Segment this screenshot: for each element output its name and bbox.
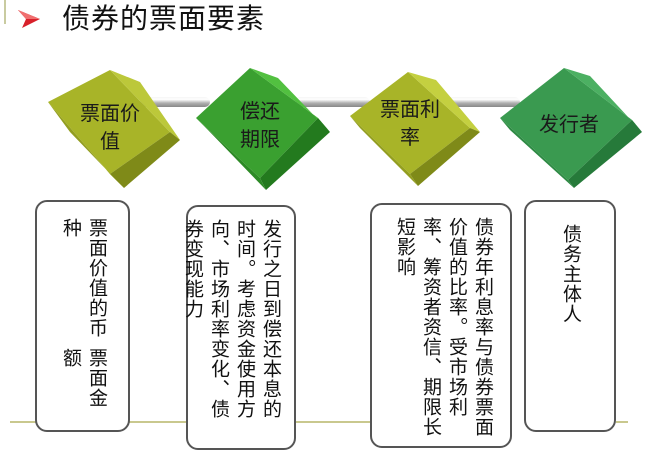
description-card-issuer: 债务主体人 — [524, 200, 616, 432]
cube-label: 票面利率 — [380, 97, 440, 149]
baseline-right — [616, 421, 628, 423]
slide-header: 债券的票面要素 — [18, 2, 265, 36]
cube-label: 发行者 — [539, 112, 599, 136]
element-cube-coupon-rate: 票面利率 — [340, 58, 480, 188]
element-cube-maturity: 偿还期限 — [190, 58, 330, 192]
element-cube-face-value: 票面价值 — [40, 62, 180, 192]
slide-accent-line — [4, 0, 6, 24]
red-arrow-icon — [18, 10, 40, 28]
description-text: 票面价值的币种 — [60, 218, 108, 338]
description-card-coupon-rate: 债券年利息率与债券票面价值的比率。受市场利率、筹资者资信、期限长短影响 — [370, 203, 512, 448]
connector-rod-1 — [140, 97, 210, 107]
description-text: 票面金额 — [60, 347, 108, 408]
page-title: 债券的票面要素 — [62, 2, 266, 35]
description-text: 债券年利息率与债券票面价值的比率。受市场利率、筹资者资信、期限长短影响 — [394, 217, 494, 437]
cube-label: 票面价值 — [80, 101, 140, 153]
description-text: 发行之日到偿还本息的时间。考虑资金使用方向、市场利率变化、债券变现能力 — [182, 219, 282, 419]
description-card-face-value: 票面金额 票面价值的币种 — [35, 200, 130, 432]
cube-label: 偿还期限 — [240, 99, 280, 151]
connector-rod-3 — [445, 97, 520, 107]
description-card-maturity: 发行之日到偿还本息的时间。考虑资金使用方向、市场利率变化、债券变现能力 — [182, 205, 296, 450]
description-text: 债务主体人 — [560, 224, 582, 324]
element-cube-issuer: 发行者 — [494, 58, 644, 190]
connector-rod-2 — [295, 97, 370, 107]
